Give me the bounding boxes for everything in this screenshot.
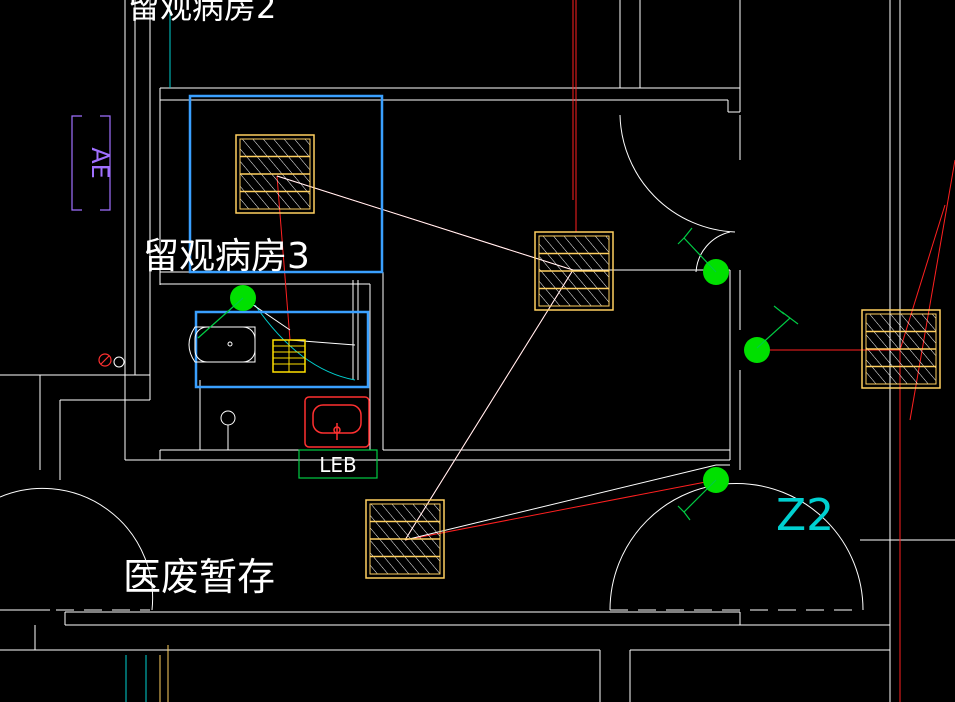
selection-box-bathroom[interactable] xyxy=(194,310,370,389)
device-corridor[interactable] xyxy=(744,337,770,363)
fixture-storage[interactable] xyxy=(365,499,445,579)
ae-panel-tag[interactable]: AE xyxy=(71,115,114,211)
leb-equipment-box[interactable]: LEB xyxy=(298,449,378,479)
fixture-corridor[interactable] xyxy=(534,231,614,311)
lighting-fixtures xyxy=(235,134,941,579)
prohibited-sign-icon xyxy=(98,353,112,367)
yellow-riser-lines xyxy=(159,645,169,702)
ae-label: AE xyxy=(86,147,114,179)
switch-symbols xyxy=(197,227,799,521)
sink-equipment[interactable] xyxy=(304,396,370,448)
selection-box-room3[interactable] xyxy=(188,94,384,274)
fixture-room3[interactable] xyxy=(235,134,315,214)
leb-label: LEB xyxy=(319,453,357,477)
bathroom-panel[interactable] xyxy=(272,339,306,373)
fixture-right[interactable] xyxy=(861,309,941,389)
sanitary-fixtures xyxy=(113,326,256,450)
cyan-riser-lines xyxy=(125,0,356,702)
selection-boxes[interactable] xyxy=(188,94,384,389)
room-label-storage: 医废暂存 xyxy=(123,555,275,599)
room-label-top: 留观病房2 xyxy=(128,0,276,26)
room-label-main: 留观病房3 xyxy=(143,236,310,277)
zone-label: Z2 xyxy=(776,490,834,541)
